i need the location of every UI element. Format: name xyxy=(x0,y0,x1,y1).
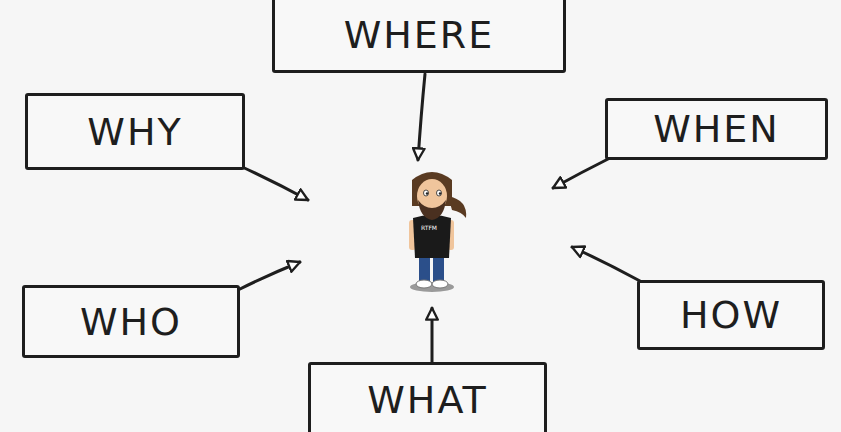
pointer-arrow xyxy=(238,262,300,290)
shirt-print: RTFM xyxy=(421,224,437,231)
pointer-arrow xyxy=(431,308,434,362)
shoe xyxy=(432,280,448,288)
jeans-leg xyxy=(419,256,430,282)
question-box: WHAT xyxy=(308,362,547,432)
pointer-arrow xyxy=(553,158,610,188)
beard xyxy=(418,200,446,220)
question-box: WHO xyxy=(22,285,240,358)
eye xyxy=(437,190,442,196)
question-word: HOW xyxy=(680,293,782,337)
pupil xyxy=(426,192,428,194)
question-word: WHERE xyxy=(344,13,495,57)
question-box: WHY xyxy=(25,93,245,170)
shirt xyxy=(413,215,451,258)
shoe xyxy=(416,280,432,288)
question-word: WHY xyxy=(87,110,182,154)
question-word: WHEN xyxy=(653,107,780,151)
eye xyxy=(424,190,429,196)
question-word: WHAT xyxy=(367,378,487,422)
pointer-arrow xyxy=(240,166,308,200)
question-word: WHO xyxy=(80,300,182,344)
pointer-arrows xyxy=(238,74,640,362)
pointer-arrow xyxy=(418,74,425,160)
question-box: WHEN xyxy=(605,98,828,160)
question-box: WHERE xyxy=(272,0,566,73)
jeans-leg xyxy=(433,256,444,282)
cartoon-person xyxy=(409,172,466,292)
pointer-arrow xyxy=(572,247,640,281)
fringe xyxy=(416,174,448,186)
pupil xyxy=(439,192,441,194)
question-box: HOW xyxy=(637,280,825,350)
